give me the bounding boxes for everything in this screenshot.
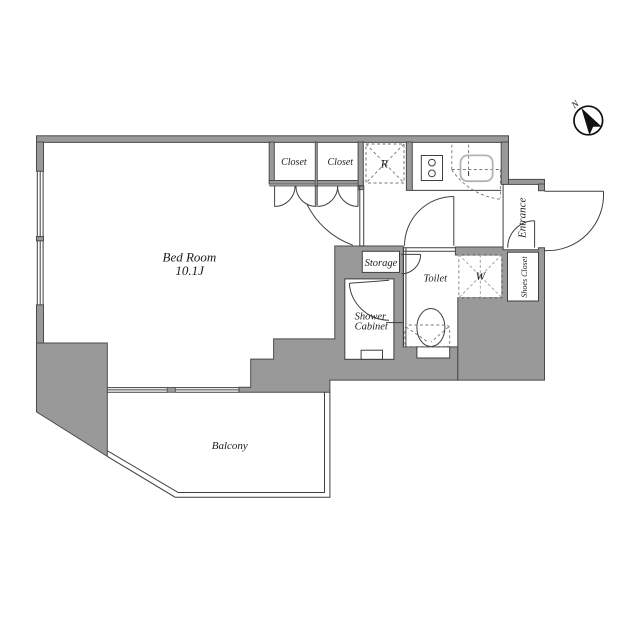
svg-text:Cabinet: Cabinet [355,322,389,333]
svg-text:10.1J: 10.1J [175,263,205,278]
svg-text:Storage: Storage [365,258,398,269]
svg-text:Bed Room: Bed Room [163,250,217,265]
svg-text:Toilet: Toilet [424,274,449,285]
svg-text:Shower: Shower [355,311,387,322]
svg-text:W: W [476,271,487,283]
svg-text:Closet: Closet [328,157,354,168]
svg-text:Shoes Closet: Shoes Closet [520,256,529,298]
svg-text:Entrance: Entrance [517,198,529,239]
svg-text:R: R [380,158,388,170]
svg-text:Balcony: Balcony [212,440,248,452]
svg-text:Closet: Closet [281,157,307,168]
